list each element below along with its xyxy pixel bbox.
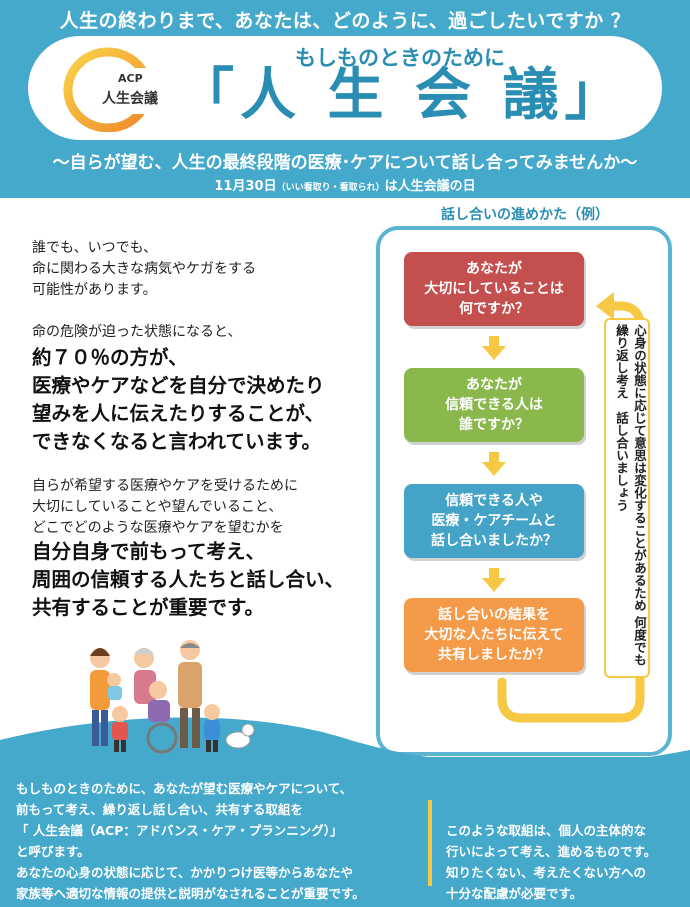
text-line: 可能性があります。 — [32, 282, 157, 298]
page-title: 「人 生 会 議」 — [178, 63, 627, 128]
text-line: 命に関わる大きな病気やケガをする — [32, 261, 256, 277]
highlight-statement-1: 約７０％の方が、 医療やケアなどを自分で決めたり 望みを人に伝えたりすることが、… — [32, 344, 325, 456]
date-main: 11月30日 — [214, 179, 277, 194]
vertical-note: 心身の状態に応じて意思は変化することがあるため 何度でも 繰り返し考え 話し合い… — [614, 324, 647, 678]
text-line: 誰でも、いつでも、 — [32, 240, 158, 256]
text-line: あなたの心身の状態に応じて、かかりつけ医等からあなたや — [16, 865, 354, 880]
text-line: もしものときのために、あなたが望む医療やケアについて、 — [16, 781, 353, 796]
date-note: （いい看取り・看取られ） — [276, 183, 385, 193]
flow-step-label: 話し合いの結果を 大切な人たちに伝えて 共有しましたか？ — [424, 607, 564, 663]
danger-paragraph: 命の危険が迫った状態になると、 — [32, 324, 242, 340]
flow-step-2: あなたが 信頼できる人は 誰ですか？ — [404, 368, 584, 442]
text-line: 望みを人に伝えたりすることが、 — [32, 402, 325, 425]
text-line: 自分自身で前もって考え、 — [32, 540, 266, 563]
text-line: どこでどのような医療やケアを望むかを — [32, 520, 284, 536]
flow-step-1: あなたが 大切にしていることは 何ですか？ — [404, 252, 584, 326]
family-illustration-icon — [90, 640, 255, 754]
footer-divider — [428, 800, 432, 886]
down-arrow-icon — [482, 452, 506, 476]
footer-acp-explanation: もしものときのために、あなたが望む医療やケアについて、 前もって考え、繰り返し話… — [16, 778, 416, 904]
down-arrow-icon — [482, 568, 506, 592]
subtitle-small: もしものときのために — [295, 46, 505, 70]
loop-arrow-icon — [497, 292, 645, 723]
subheading: 〜自らが望む、人生の最終段階の医療･ケアについて話し合ってみませんか〜 — [52, 153, 638, 173]
flow-step-4: 話し合いの結果を 大切な人たちに伝えて 共有しましたか？ — [404, 598, 584, 672]
highlight-statement-2: 自分自身で前もって考え、 周囲の信頼する人たちと話し合い、 共有することが重要で… — [32, 538, 344, 622]
flow-step-label: 信頼できる人や 医療・ケアチームと 話し合いましたか？ — [431, 493, 557, 549]
vertical-note-box — [604, 318, 650, 678]
text-line: 「 人生会議（ACP：アドバンス・ケア・プランニング）」 — [16, 823, 343, 838]
down-arrow-icon — [482, 336, 506, 360]
flow-step-label: あなたが 大切にしていることは 何ですか？ — [424, 261, 564, 317]
text-line: 約７０％の方が、 — [32, 346, 188, 369]
flow-step-3: 信頼できる人や 医療・ケアチームと 話し合いましたか？ — [404, 484, 584, 558]
intro-paragraph: 誰でも、いつでも、 命に関わる大きな病気やケガをする 可能性があります。 — [32, 238, 256, 301]
wishes-paragraph: 自らが希望する医療やケアを受けるために 大切にしていることや望んでいること、 ど… — [32, 476, 298, 539]
footer-consideration-note: このような取組は、個人の主体的な 行いによって考え、進めるものです。 知りたくな… — [446, 820, 686, 904]
text-line: 大切にしていることや望んでいること、 — [32, 499, 283, 515]
header-question: 人生の終わりまで、あなたは、どのように、過ごしたいですか ？ — [59, 10, 631, 32]
text-line: できなくなると言われています。 — [32, 430, 321, 453]
text-line: 知りたくない、考えたくない方への — [446, 865, 647, 880]
footer-band — [0, 757, 690, 907]
text-line: 行いによって考え、進めるものです。 — [446, 844, 657, 859]
logo-acp-text: ACP — [118, 72, 143, 85]
text-line: 自らが希望する医療やケアを受けるために — [32, 478, 298, 494]
text-line: 前もって考え、繰り返し話し合い、共有する取組を — [16, 802, 303, 817]
logo-name-text: 人生会議 — [102, 91, 158, 107]
date-end: は人生会議の日 — [384, 179, 476, 194]
text-line: 医療やケアなどを自分で決めたり — [32, 374, 325, 397]
text-line: 家族等へ適切な情報の提供と説明がなされることが重要です。 — [16, 886, 365, 901]
text-line: 共有することが重要です。 — [32, 596, 265, 619]
date-line: 11月30日（いい看取り・看取られ）は人生会議の日 — [0, 175, 690, 194]
text-line: 周囲の信頼する人たちと話し合い、 — [32, 568, 345, 591]
acp-logo-icon — [63, 47, 174, 132]
text-line: このような取組は、個人の主体的な — [446, 823, 647, 838]
text-line: 十分な配慮が必要です。 — [446, 886, 583, 901]
text-line: と呼びます。 — [16, 844, 90, 859]
flow-step-label: あなたが 信頼できる人は 誰ですか？ — [445, 377, 543, 433]
flow-heading: 話し合いの進めかた（例） — [441, 207, 609, 223]
